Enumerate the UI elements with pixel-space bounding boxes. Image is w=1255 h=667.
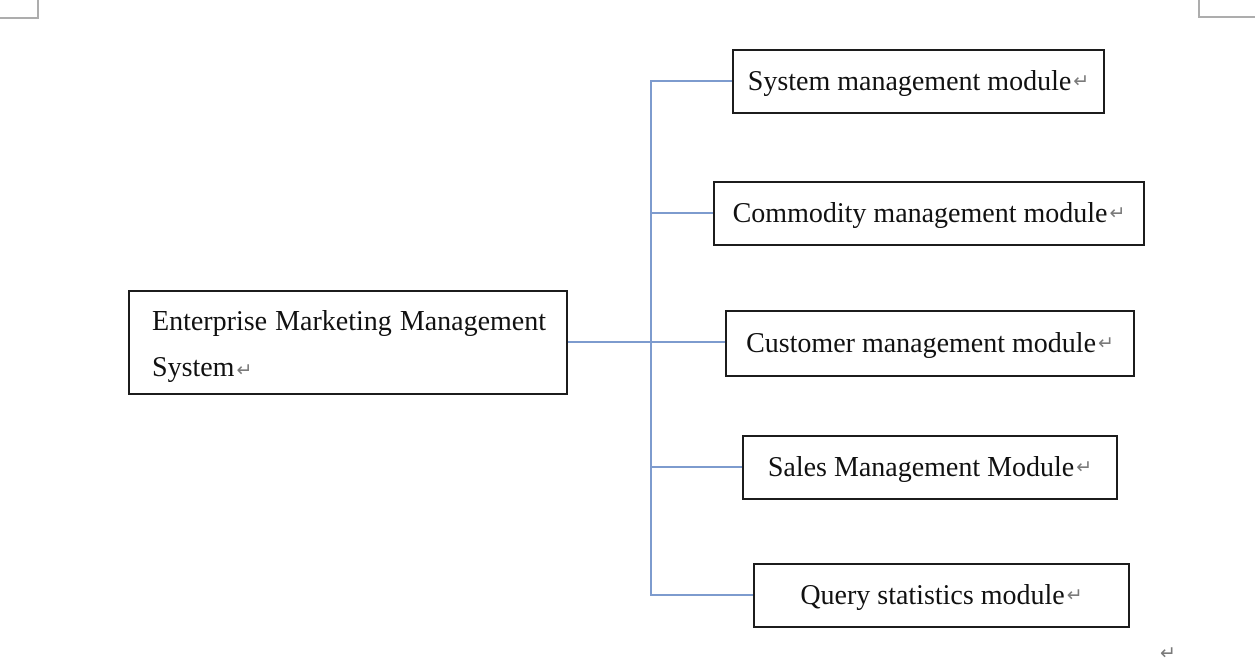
connector-branch-customer-management — [566, 341, 727, 343]
module-box-sales-management[interactable]: Sales Management Module↵ — [742, 435, 1118, 500]
return-mark-icon: ↵ — [1076, 456, 1093, 478]
return-mark-icon: ↵ — [1160, 642, 1176, 664]
connector-branch-sales-management — [650, 466, 744, 468]
return-mark-icon: ↵ — [236, 359, 253, 381]
connector-trunk — [650, 80, 652, 596]
module-box-commodity-management[interactable]: Commodity management module↵ — [713, 181, 1145, 246]
root-box-label-line-2: System↵ — [152, 352, 253, 383]
module-box-label: Sales Management Module — [767, 451, 1075, 483]
module-box-label: Query statistics module — [800, 579, 1065, 611]
connector-branch-system-management — [650, 80, 734, 82]
module-box-label: System management module — [747, 65, 1072, 97]
module-box-query-statistics[interactable]: Query statistics module↵ — [753, 563, 1130, 628]
root-box-label-line-1: Enterprise Marketing Management — [152, 306, 546, 337]
connector-branch-query-statistics — [650, 594, 755, 596]
crop-mark-top-left-icon — [37, 0, 39, 19]
return-mark-icon: ↵ — [1073, 70, 1090, 92]
module-box-label: Customer management module — [746, 327, 1096, 359]
module-box-customer-management[interactable]: Customer management module↵ — [725, 310, 1135, 377]
return-mark-icon: ↵ — [1066, 584, 1083, 606]
return-mark-icon: ↵ — [1098, 332, 1114, 354]
return-mark-icon: ↵ — [1109, 202, 1126, 224]
module-box-system-management[interactable]: System management module↵ — [732, 49, 1105, 114]
connector-branch-commodity-management — [650, 212, 715, 214]
crop-mark-top-left-icon — [0, 17, 39, 19]
root-box-enterprise-marketing-management-system[interactable]: Enterprise Marketing Management System↵ — [128, 290, 568, 395]
crop-mark-top-right-icon — [1198, 0, 1200, 18]
module-box-label: Commodity management module — [732, 197, 1108, 229]
crop-mark-top-right-icon — [1198, 16, 1255, 18]
